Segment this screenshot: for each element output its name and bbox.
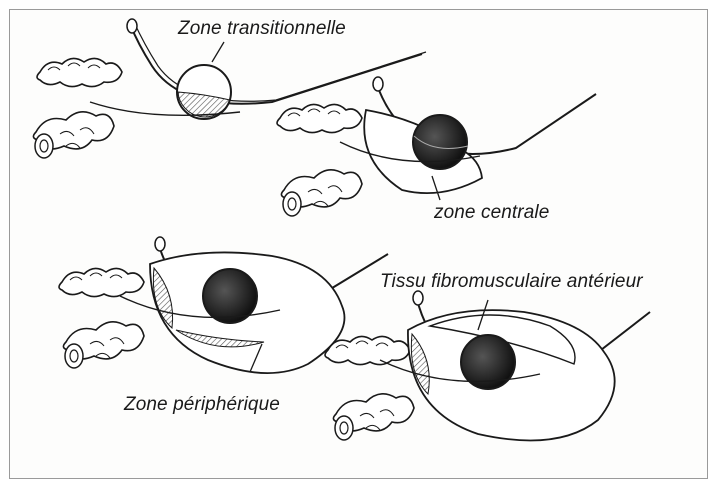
seminal-vesicle [277, 104, 362, 132]
vas-deferens-ampulla [281, 170, 362, 216]
panel-anterior-fibromuscular [325, 291, 650, 440]
vas-deferens-ampulla [33, 112, 114, 158]
label-anterior-fibromuscular: Tissu fibromusculaire antérieur [380, 271, 643, 293]
vas-deferens-ampulla [333, 394, 414, 440]
vas-deferens-ampulla [63, 322, 144, 368]
label-peripheral-zone: Zone périphérique [124, 394, 280, 416]
seminal-vesicle [325, 336, 410, 364]
seminal-vesicle [37, 58, 122, 86]
panel-central-zone [277, 77, 596, 216]
label-central-zone: zone centrale [434, 202, 549, 224]
label-transition-zone: Zone transitionnelle [178, 18, 346, 40]
seminal-vesicle [59, 268, 144, 296]
